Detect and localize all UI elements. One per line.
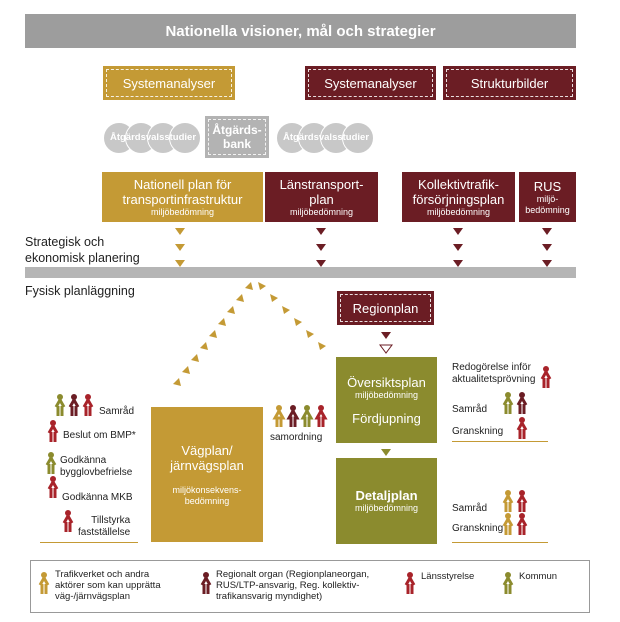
arrow-down-icon [175, 260, 185, 267]
samordning-label: samordning [270, 432, 323, 443]
left-step-samrad: Samråd [99, 406, 135, 417]
nationell-plan-sub: miljöbedömning [150, 206, 215, 217]
arrow-down-icon [542, 228, 552, 235]
regionplan-box: Regionplan [337, 291, 434, 325]
arrow-down-icon [542, 260, 552, 267]
regionplan-label: Regionplan [352, 300, 419, 316]
legend-person-icon-trafikverket [38, 572, 50, 594]
nationell-plan-box: Nationell plan för transportinfrastruktu… [102, 172, 263, 222]
right-steps-bottom-rule [452, 542, 548, 543]
fordjupning-label: Fördjupning [352, 410, 421, 426]
legend-trafikverket-label: Trafikverket och andra aktörer som kan u… [55, 569, 161, 602]
legend-person-icon-lansstyrelse [404, 572, 416, 594]
right-step-bottom-samrad: Samråd [452, 503, 488, 514]
samordning-people [272, 404, 332, 428]
left-step-beslut: Beslut om BMP* [63, 430, 136, 441]
legend-kommun-label: Kommun [519, 571, 558, 582]
detaljplan-sub: miljöbedömning [354, 503, 419, 513]
right-step-redogorelse: Redogörelse inför aktualitetsprövning [452, 362, 536, 385]
arrow-down-icon [542, 244, 552, 251]
legend-regionalt-label: Regionalt organ (Regionplaneorgan, RUS/L… [216, 569, 370, 602]
atgardsvalsstudier-right-label: Åtgärdsvalsstudier [282, 132, 370, 143]
kollektivtrafikplan-sub: miljöbedömning [426, 206, 491, 217]
person-icon [286, 405, 300, 427]
lanstransportplan-box: Länstransport- plan miljöbedömning [265, 172, 378, 222]
systemanalyser-gold-box: Systemanalyser [103, 66, 235, 100]
left-steps-people [45, 394, 94, 532]
oversiktsplan-box: Översiktsplan miljöbedömning Fördjupning [336, 357, 437, 443]
lanstransportplan-sub: miljöbedömning [289, 206, 354, 217]
nationell-plan-title: Nationell plan för transportinfrastruktu… [122, 176, 243, 207]
left-step-godkanna-mkb: Godkänna MKB [62, 492, 133, 503]
oversiktsplan-title: Översiktsplan [347, 374, 426, 390]
right-step-samrad: Samråd [452, 404, 488, 415]
arrow-down-icon [316, 228, 326, 235]
atgardsvalsstudier-left-group: Åtgärdsvalsstudier [103, 120, 203, 156]
lanstransportplan-title: Länstransport- plan [279, 176, 364, 207]
atgardsvalsstudier-left-label: Åtgärdsvalsstudier [109, 132, 197, 143]
right-steps-top-people [502, 366, 552, 439]
rus-title: RUS [533, 178, 562, 194]
rus-sub: miljö- bedömning [525, 193, 570, 215]
systemanalyser-maroon-box: Systemanalyser [305, 66, 436, 100]
left-steps-rule [40, 542, 138, 543]
oversiktsplan-sub: miljöbedömning [354, 389, 419, 400]
arrow-down-icon [453, 260, 463, 267]
detaljplan-title: Detaljplan [355, 488, 418, 503]
strukturbilder-box: Strukturbilder [443, 66, 576, 100]
right-step-granskning: Granskning [452, 426, 504, 437]
detaljplan-box: Detaljplan miljöbedömning [336, 458, 437, 544]
diagonal-arrows [173, 282, 326, 386]
legend-person-icon-kommun [502, 572, 514, 594]
strategisk-label: Strategisk och ekonomisk planering [25, 235, 140, 265]
right-step-bottom-granskning: Granskning [452, 523, 504, 534]
right-steps-bottom-people [502, 490, 528, 535]
left-step-tillstyrka: Tillstyrka fastställelse [78, 515, 131, 538]
atgardsbank-box: Åtgärds- bank [205, 116, 269, 158]
atgardsbank-label: Åtgärds- bank [212, 123, 262, 151]
left-step-godkanna-bygglov: Godkänna bygglovbefrielse [60, 455, 133, 478]
person-icon [272, 405, 286, 427]
vagplan-title: Vägplan/ järnvägsplan [170, 442, 244, 473]
arrow-down-icon [453, 228, 463, 235]
legend: Trafikverket och andra aktörer som kan u… [30, 560, 590, 613]
atgardsvalsstudier-right-group: Åtgärdsvalsstudier [276, 120, 376, 156]
person-icon [300, 405, 314, 427]
vagplan-sub: miljökonsekvens- bedömning [172, 484, 242, 506]
strukturbilder-label: Strukturbilder [470, 75, 549, 91]
arrow-down-icon [316, 244, 326, 251]
legend-lansstyrelse-label: Länsstyrelse [421, 571, 475, 582]
systemanalyser-gold-label: Systemanalyser [122, 75, 216, 91]
legend-person-icon-regionalt [200, 572, 212, 594]
arrow-down-icon [381, 449, 391, 456]
kollektivtrafikplan-title: Kollektivtrafik- försörjningsplan [412, 176, 505, 207]
arrow-down-icon [175, 244, 185, 251]
right-steps-top-rule [452, 441, 548, 442]
kollektivtrafikplan-box: Kollektivtrafik- försörjningsplan miljöb… [402, 172, 515, 222]
arrow-down-icon [453, 244, 463, 251]
arrow-down-icon [175, 228, 185, 235]
arrow-down-icon [381, 332, 391, 339]
study-circle [342, 122, 374, 154]
person-icon [314, 405, 328, 427]
vagplan-box: Vägplan/ järnvägsplan miljökonsekvens- b… [151, 407, 263, 542]
arrow-down-icon [316, 260, 326, 267]
systemanalyser-maroon-label: Systemanalyser [324, 75, 417, 91]
study-circle [169, 122, 201, 154]
rus-box: RUS miljö- bedömning [519, 172, 576, 222]
page-title: Nationella visioner, mål och strategier [25, 14, 576, 48]
arrow-down-outline-icon [379, 344, 393, 354]
divider-bar [25, 267, 576, 278]
fysisk-label: Fysisk planläggning [25, 284, 135, 298]
